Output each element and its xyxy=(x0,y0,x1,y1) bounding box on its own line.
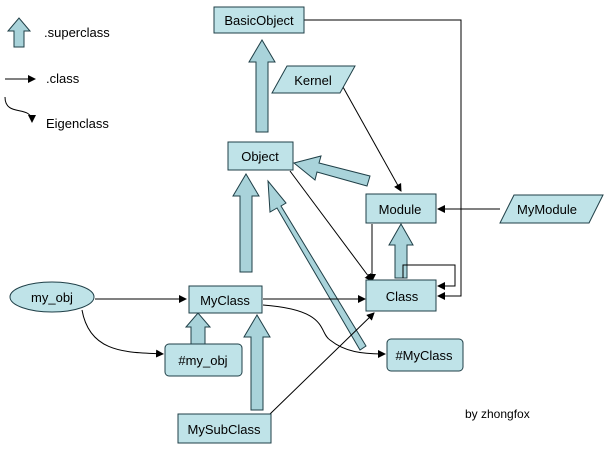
node-module: Module xyxy=(365,193,437,224)
superclass-arrow-module-to-object xyxy=(292,155,371,187)
class-line-class-to-class xyxy=(402,264,456,290)
superclass-arrow-myclass-eigen-to-object xyxy=(267,179,367,351)
superclass-arrow-myclass-to-object xyxy=(232,173,260,273)
eigen-curve-myclass-to-myclass-eigen xyxy=(262,304,386,358)
superclass-arrow-class-to-module xyxy=(388,222,414,279)
node-myobj-eigenclass: #my_obj xyxy=(164,343,243,377)
eigen-curve-myobj-to-myobj-eigen xyxy=(81,309,164,358)
node-object: Object xyxy=(227,141,294,171)
node-myclass: MyClass xyxy=(188,285,263,314)
node-mymodule-label: MyModule xyxy=(517,202,577,217)
node-kernel-label: Kernel xyxy=(294,73,332,88)
node-myclass-eigenclass: #MyClass xyxy=(386,338,464,372)
legend-superclass-icon xyxy=(6,17,32,48)
class-line-kernel-to-module xyxy=(342,86,402,192)
node-mysubclass-label: MySubClass xyxy=(188,422,261,437)
legend: .superclass .class Eigenclass xyxy=(4,17,110,131)
superclass-arrow-object-to-basicobject xyxy=(248,39,276,133)
legend-eigenclass-curve-icon xyxy=(4,96,36,123)
superclass-arrow-mysubclass-to-myclass xyxy=(243,314,271,411)
node-module-label: Module xyxy=(379,202,422,217)
superclass-arrows xyxy=(184,39,414,411)
superclass-arrow-myobj-eigen-to-myclass xyxy=(184,312,212,345)
eigenclass-curves xyxy=(81,304,386,358)
node-myobj-eigenclass-label: #my_obj xyxy=(178,353,227,368)
node-class-label: Class xyxy=(386,289,419,304)
author-credit: by zhongfox xyxy=(465,407,530,421)
class-line-object-to-class xyxy=(289,170,373,282)
node-myclass-label: MyClass xyxy=(200,293,250,308)
node-mymodule: MyModule xyxy=(499,194,604,224)
class-line-basicobject-to-class xyxy=(304,19,462,300)
legend-superclass-label: .superclass xyxy=(44,25,110,40)
legend-eigenclass-label: Eigenclass xyxy=(46,116,109,131)
legend-class-label: .class xyxy=(46,71,80,86)
node-myobj: my_obj xyxy=(9,281,95,313)
node-myobj-label: my_obj xyxy=(31,290,73,305)
node-myclass-eigenclass-label: #MyClass xyxy=(395,348,453,363)
node-basicobject: BasicObject xyxy=(213,6,305,34)
node-class: Class xyxy=(365,279,437,312)
node-kernel: Kernel xyxy=(271,65,356,94)
node-object-label: Object xyxy=(241,149,279,164)
node-mysubclass: MySubClass xyxy=(177,413,272,444)
node-basicobject-label: BasicObject xyxy=(224,13,294,28)
class-line-mysubclass-to-class xyxy=(269,312,375,415)
class-pointer-lines xyxy=(95,19,500,415)
